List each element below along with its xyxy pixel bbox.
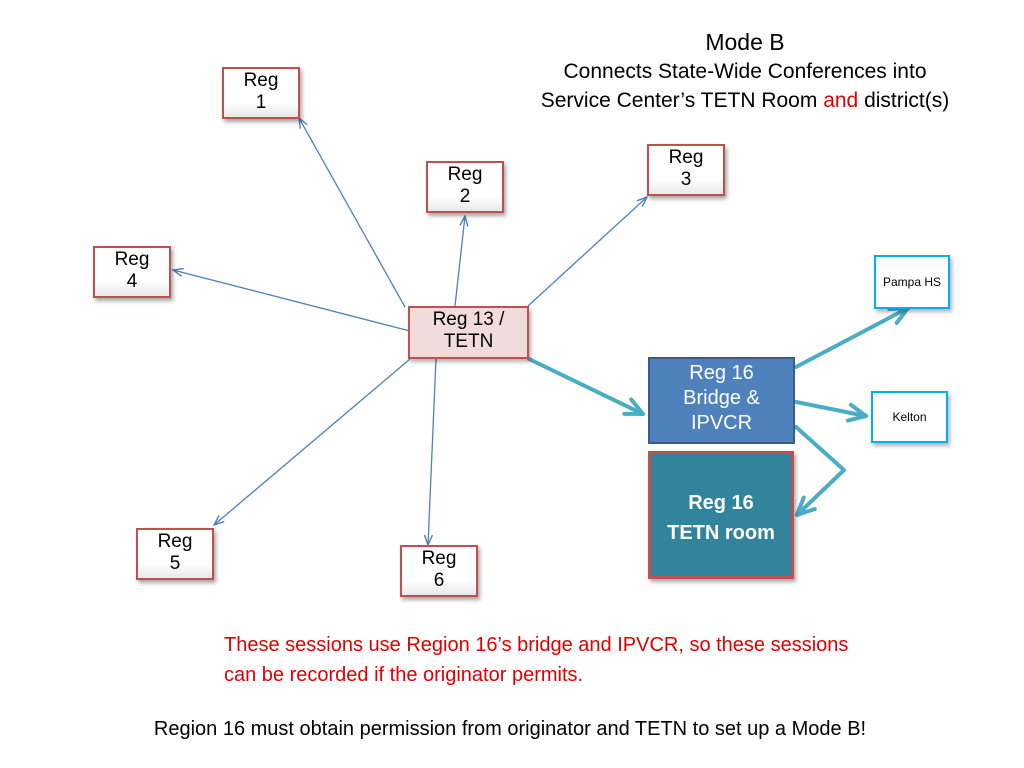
node-reg-6-label: Reg [421,548,457,569]
node-reg-2: Reg 2 [426,161,504,213]
arrow-hub-to-reg6 [428,358,437,545]
node-reg-6-number: 6 [433,570,445,591]
node-reg-4-number: 4 [126,271,138,292]
bridge-label-line1: Reg 16 [689,362,754,384]
arrow-hub-to-reg4 [173,270,411,332]
arrow-bridge-to-kelton [794,400,868,423]
arrow-bridge-to-pampa [794,306,910,369]
node-pampa-hs: Pampa HS [874,255,950,309]
kelton-label: Kelton [892,410,927,424]
node-reg-2-label: Reg [447,164,483,185]
subtitle-text: Service Center’s TETN Room [540,89,824,112]
arrow-hub-to-reg5 [214,358,411,525]
node-reg-2-number: 2 [459,186,471,207]
node-reg-4: Reg 4 [93,246,171,298]
arrow-hub-to-reg3 [527,197,647,307]
pampa-hs-label: Pampa HS [882,275,942,289]
tetn-room-label-line1: Reg 16 [688,492,754,514]
node-reg-1: Reg 1 [222,67,300,119]
node-reg-3-number: 3 [680,169,692,190]
node-reg-5-label: Reg [157,531,193,552]
subtitle-text-end: district(s) [858,89,950,112]
node-reg-6: Reg 6 [400,545,478,597]
node-reg-5: Reg 5 [136,528,214,580]
node-reg-5-number: 5 [169,553,181,574]
arrow-bridge-to-tetn-room [794,425,846,517]
diagram-title: Mode B [705,29,785,55]
recording-note: These sessions use Region 16’s bridge an… [224,634,849,686]
hub-label-line1: Reg 13 / [432,309,505,330]
node-reg-16-tetn-room: Reg 16 TETN room [648,451,794,579]
subtitle-emphasis: and [823,89,859,112]
node-reg-1-number: 1 [255,92,267,113]
bridge-label-line3: IPVCR [690,412,753,434]
arrow-hub-to-reg1 [299,118,406,308]
diagram-subtitle-line2: Service Center’s TETN Room and district(… [500,86,990,115]
node-reg-16-bridge-ipvcr: Reg 16 Bridge & IPVCR [648,357,795,444]
arrow-hub-to-bridge [527,357,645,416]
permission-footer: Region 16 must obtain permission from or… [153,718,867,740]
tetn-room-label-line2: TETN room [667,522,775,544]
diagram-subtitle-line1: Connects State-Wide Conferences into [563,60,927,83]
node-reg-13-tetn-hub: Reg 13 / TETN [408,306,529,359]
node-reg-3: Reg 3 [647,144,725,196]
node-reg-3-label: Reg [668,147,704,168]
node-reg-4-label: Reg [114,249,150,270]
diagram-title-block: Mode B Connects State-Wide Conferences i… [500,28,990,115]
arrow-hub-to-reg2 [454,216,465,307]
node-kelton: Kelton [871,391,948,443]
hub-label-line2: TETN [443,331,494,352]
bridge-label-line2: Bridge & [683,387,760,409]
node-reg-1-label: Reg [243,70,279,91]
